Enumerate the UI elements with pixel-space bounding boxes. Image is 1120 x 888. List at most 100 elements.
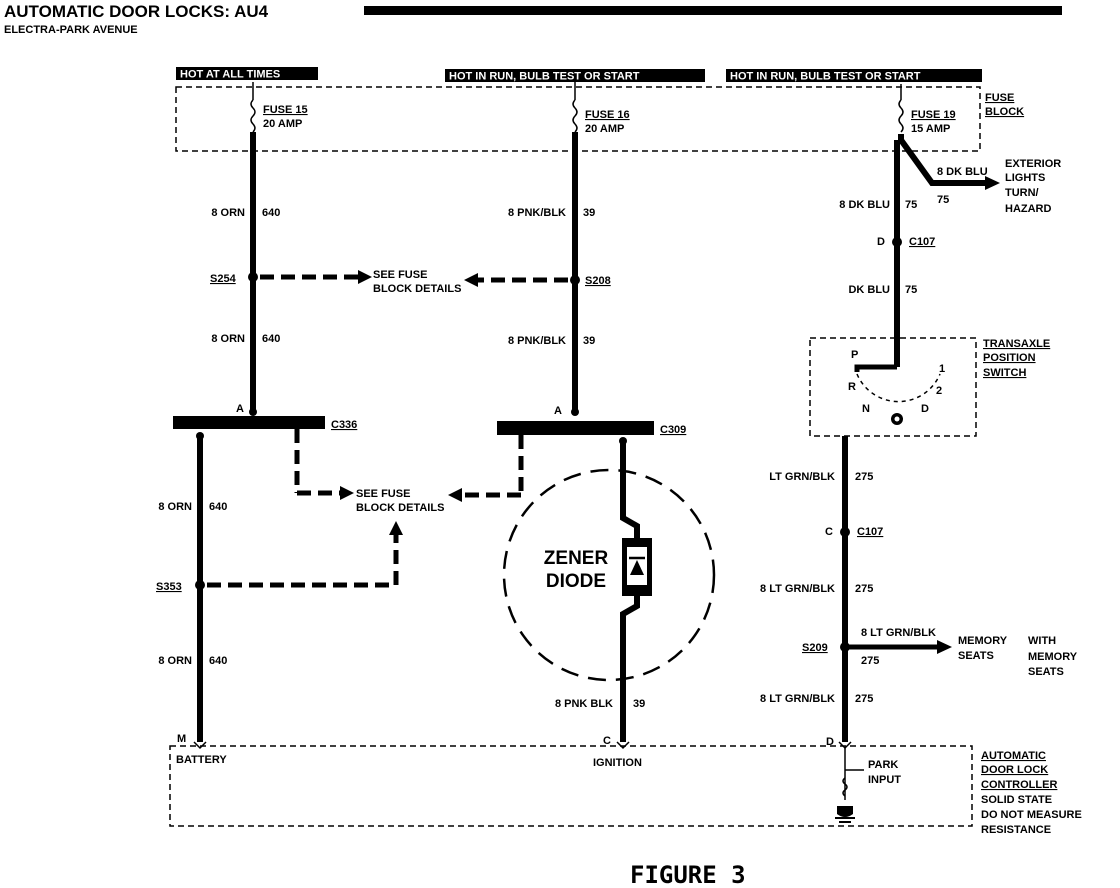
zener-wire-top: [620, 441, 640, 538]
controller-pin-c: C: [603, 735, 611, 747]
see-fuse-2b: BLOCK DETAILS: [356, 502, 444, 514]
ground-symbol: [837, 806, 853, 817]
transaxle-1: 1: [939, 363, 945, 375]
wire-pnk-circuit-2: 39: [583, 335, 595, 347]
transaxle-r: R: [848, 381, 856, 393]
transaxle-p: P: [851, 349, 858, 361]
ltgrn-circuit-3: 275: [861, 655, 879, 667]
see-fuse-1b: BLOCK DETAILS: [373, 283, 461, 295]
exterior-arrow: [985, 176, 1000, 190]
ltgrn-circuit-2: 275: [855, 583, 873, 595]
hot-run-1-bg: [445, 69, 705, 82]
diagram-title: AUTOMATIC DOOR LOCKS: AU4: [4, 2, 269, 21]
transaxle-box: [809, 337, 977, 437]
c336-pin-a: A: [236, 403, 244, 415]
s353-label: S353: [156, 581, 182, 593]
ltgrn-circuit-4: 275: [855, 693, 873, 705]
ltgrn-label-4: 8 LT GRN/BLK: [760, 693, 835, 705]
memory-label-1: MEMORY: [958, 635, 1008, 647]
c107-pin-c: C: [825, 526, 833, 538]
wire-exterior-branch: [898, 134, 986, 186]
c309-label: C309: [660, 424, 686, 436]
fuse16-amp: 20 AMP: [585, 123, 624, 135]
c107-top-connector: [892, 237, 902, 247]
controller-pin-m: M: [177, 733, 186, 745]
battery-label: BATTERY: [176, 754, 227, 766]
zener-label-1: ZENER: [544, 548, 609, 569]
figure-label: FIGURE 3: [630, 861, 746, 888]
fuse16-name: FUSE 16: [585, 109, 630, 121]
connector-c336: [173, 416, 325, 429]
park-label-1: PARK: [868, 759, 898, 771]
transaxle-label-2: POSITION: [983, 352, 1036, 364]
s353-arrow: [389, 521, 403, 535]
wire-orn-label-1: 8 ORN: [211, 207, 245, 219]
c309-pin-a-dot: [571, 408, 579, 416]
transaxle-label-1: TRANSAXLE: [983, 338, 1050, 350]
zener-dashed-circle: [502, 468, 716, 682]
ltgrn-label-2: 8 LT GRN/BLK: [760, 583, 835, 595]
zener-label-2: DIODE: [546, 571, 606, 592]
transaxle-label-3: SWITCH: [983, 367, 1026, 379]
c309-pin-a: A: [554, 405, 562, 417]
hot-run-2-bg: [726, 69, 982, 82]
exterior-label-2: LIGHTS: [1005, 172, 1045, 184]
hot-run-2-label: HOT IN RUN, BULB TEST OR START: [730, 71, 921, 83]
splice-s254: [248, 272, 258, 282]
transaxle-contact: [854, 364, 897, 372]
exterior-label-1: EXTERIOR: [1005, 158, 1061, 170]
park-resistor: [842, 777, 848, 797]
zener-symbol-triangle: [630, 560, 644, 575]
fuse16-symbol: [572, 99, 578, 133]
exterior-label-3: TURN/: [1005, 187, 1039, 199]
hot-always-label-bg: [176, 67, 318, 80]
ltgrn-circuit-1: 275: [855, 471, 873, 483]
pin-m-terminal: [193, 741, 207, 750]
transaxle-d: D: [921, 403, 929, 415]
fuse19-symbol: [898, 99, 904, 133]
pin-d-terminal: [838, 741, 852, 750]
c336-pin-a-dot: [249, 408, 257, 416]
exterior-label-4: HAZARD: [1005, 203, 1051, 215]
dkblu-label-1: 8 DK BLU: [839, 199, 890, 211]
ltgrn-label-1: LT GRN/BLK: [769, 471, 835, 483]
wire-orn-circuit-1: 640: [262, 207, 280, 219]
wire-pnk-label-2: 8 PNK/BLK: [508, 335, 566, 347]
c107-bottom-connector: [840, 527, 850, 537]
fuse-block-label-2: BLOCK: [985, 106, 1024, 118]
c107-label-top: C107: [909, 236, 935, 248]
splice-s208: [570, 275, 580, 285]
pin-c-terminal: [616, 741, 630, 750]
see-fuse-1a: SEE FUSE: [373, 269, 427, 281]
ext-wire-circuit: 75: [937, 194, 949, 206]
see-fuse-2a: SEE FUSE: [356, 488, 410, 500]
fuse19-amp: 15 AMP: [911, 123, 950, 135]
wire-orn-label-3: 8 ORN: [158, 501, 192, 513]
wire-orn-circuit-3: 640: [209, 501, 227, 513]
ltgrn-label-3: 8 LT GRN/BLK: [861, 627, 936, 639]
wire-orn-circuit-4: 640: [209, 655, 227, 667]
controller-box: [169, 745, 973, 827]
transaxle-arc: [856, 373, 941, 403]
wire-orn-label-4: 8 ORN: [158, 655, 192, 667]
with-memory-2: MEMORY: [1028, 651, 1078, 663]
fuse15-name: FUSE 15: [263, 104, 308, 116]
wire-pnk-label-3: 8 PNK BLK: [555, 698, 613, 710]
c309-arrow: [448, 488, 462, 502]
wire-pnk-circuit-1: 39: [583, 207, 595, 219]
memory-label-2: SEATS: [958, 650, 994, 662]
dkblu-label-2: DK BLU: [848, 284, 890, 296]
transaxle-pivot-center: [894, 416, 900, 422]
s254-arrow: [358, 270, 372, 284]
c107-label-bottom: C107: [857, 526, 883, 538]
c336-label: C336: [331, 419, 357, 431]
fuse15-amp: 20 AMP: [263, 118, 302, 130]
with-memory-1: WITH: [1028, 635, 1056, 647]
diagram-subtitle: ELECTRA-PARK AVENUE: [4, 24, 138, 36]
dkblu-circuit-2: 75: [905, 284, 917, 296]
memory-arrow: [937, 640, 952, 654]
wire-orn-circuit-2: 640: [262, 333, 280, 345]
wire-pnk-label-1: 8 PNK/BLK: [508, 207, 566, 219]
fuse15-symbol: [250, 99, 256, 133]
